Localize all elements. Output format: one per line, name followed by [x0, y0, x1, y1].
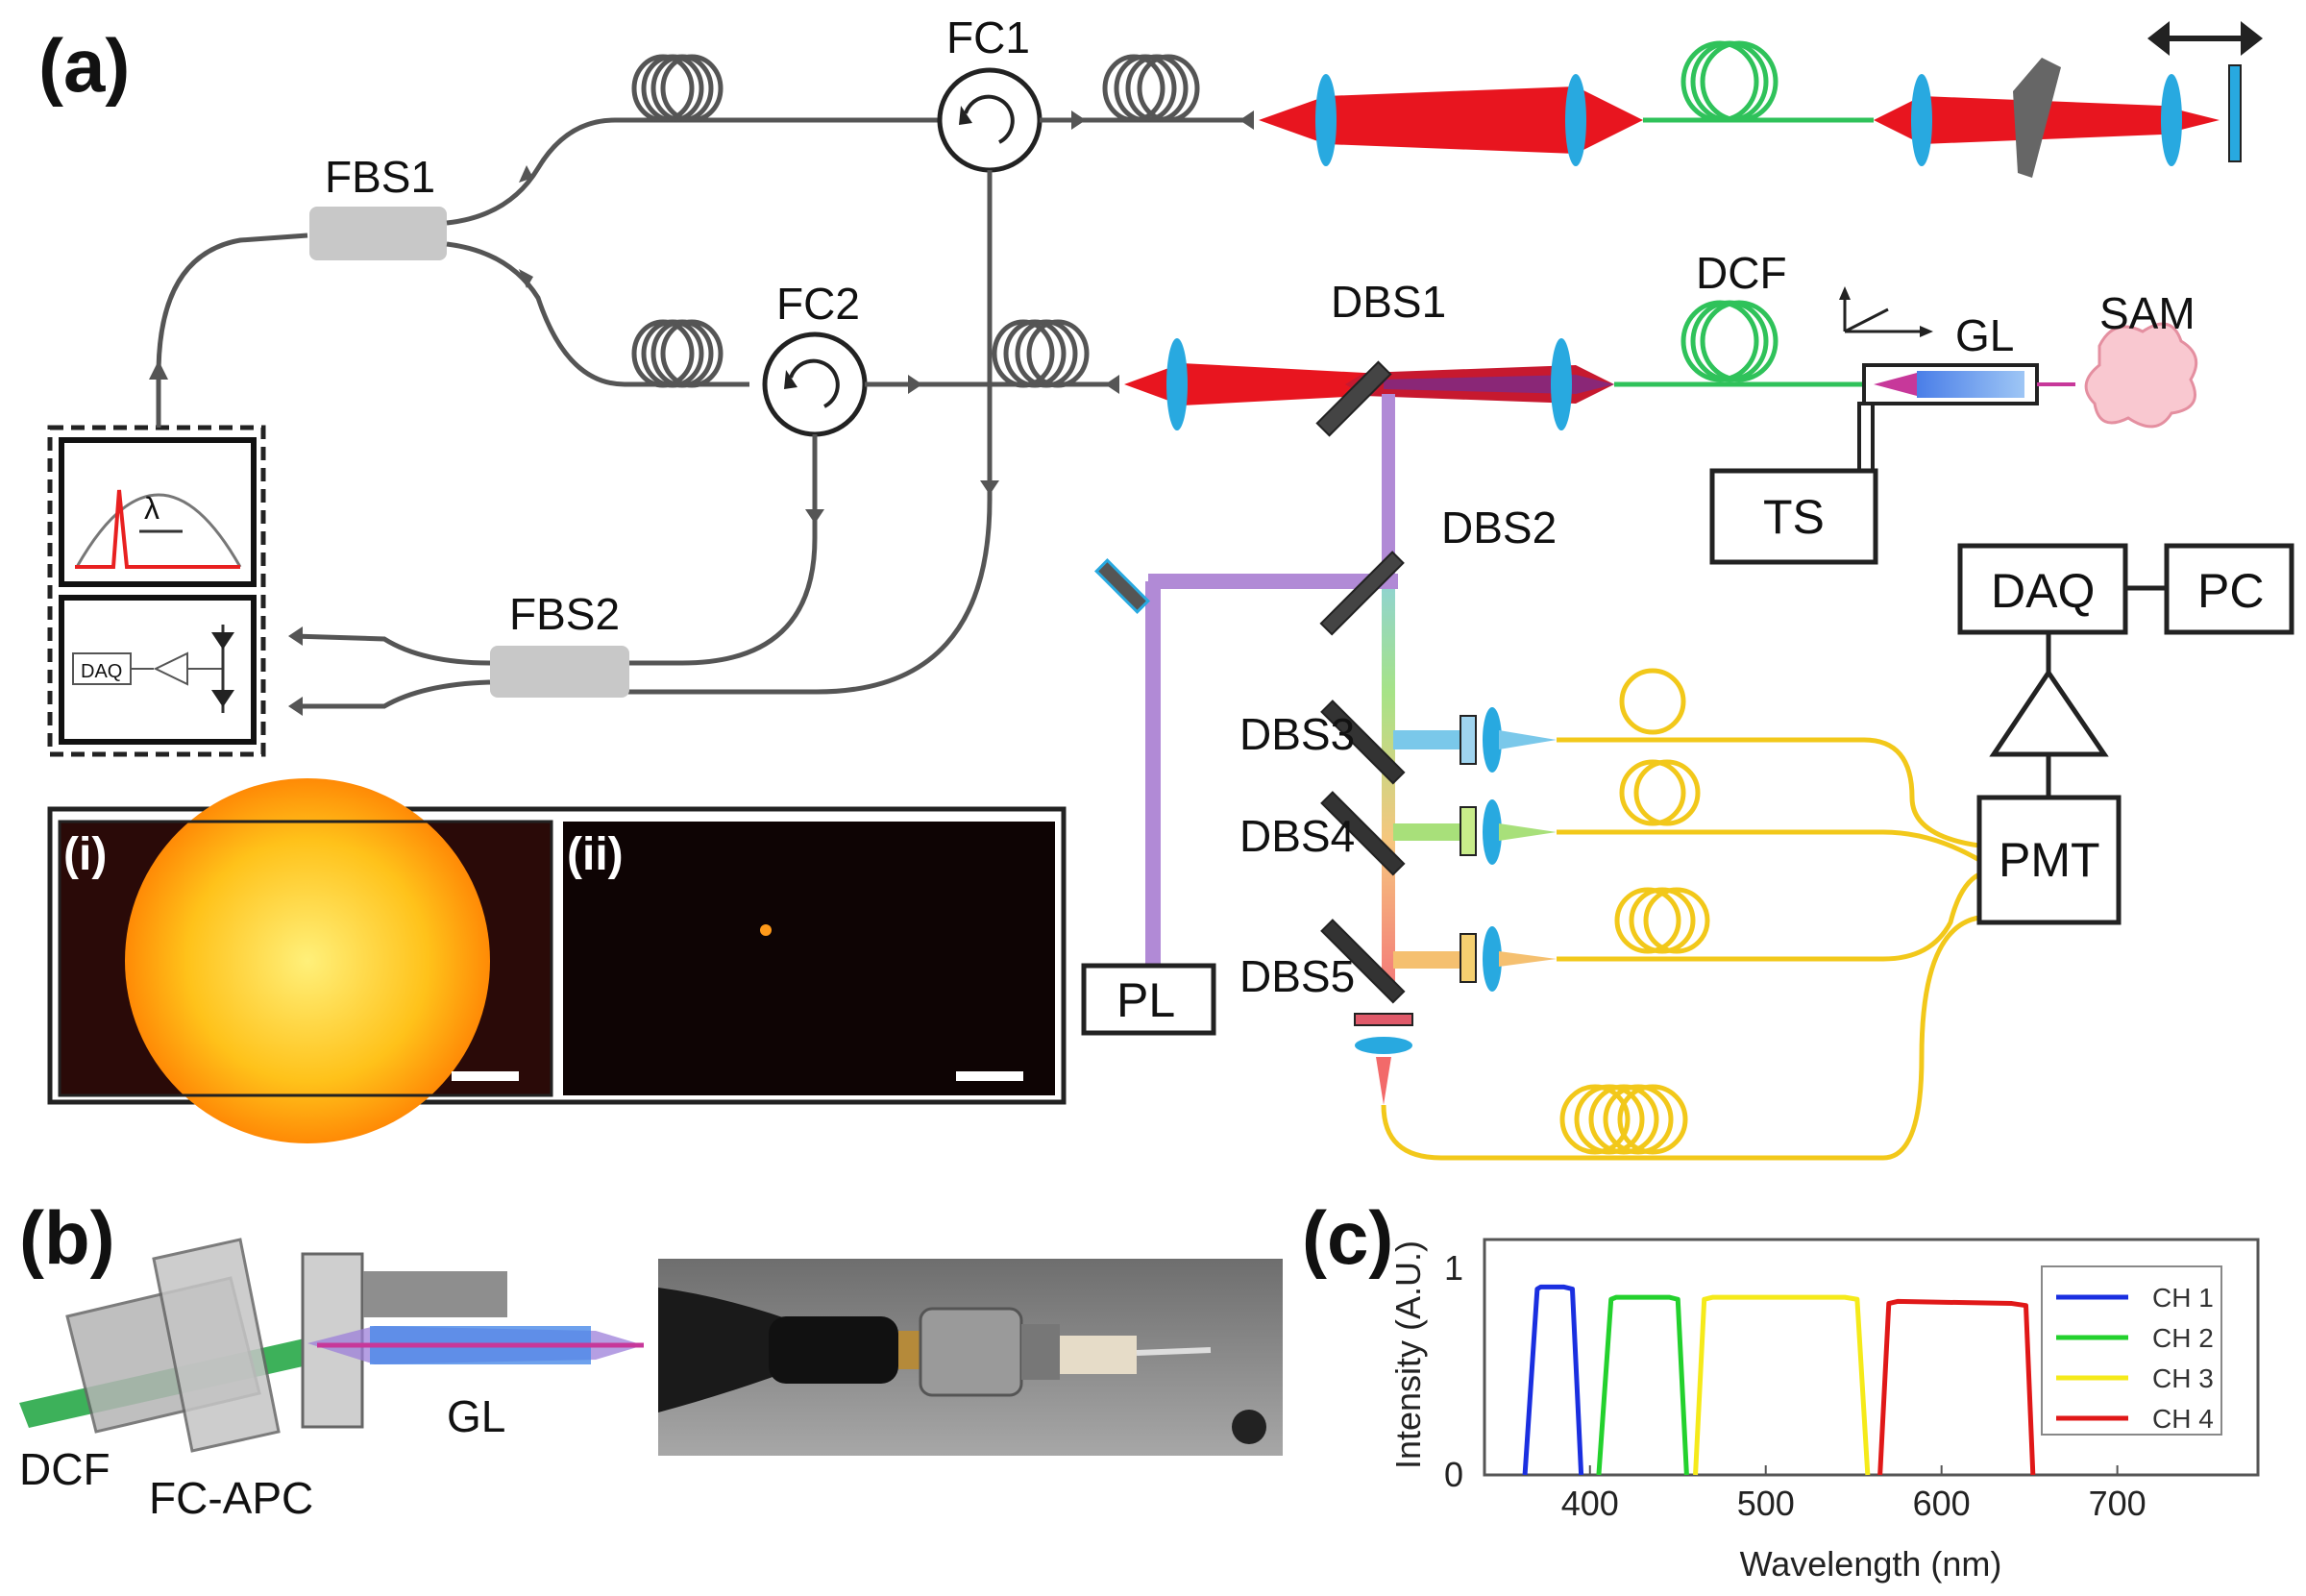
fiber-coil-4: [992, 319, 1090, 388]
double-arrow-icon: [2147, 21, 2170, 56]
fc2-label: FC2: [776, 279, 860, 329]
probe-photo: [658, 1259, 1283, 1456]
x-tick-label: 500: [1737, 1484, 1795, 1523]
legend: CH 1 CH 2 CH 3 CH 4: [2041, 1265, 2222, 1436]
daq-small-box: [72, 652, 132, 685]
y-axis-label: Intensity (A.U.): [1388, 1240, 1428, 1469]
sample-blob: SAM: [2084, 288, 2198, 429]
fiber-coil-1: [631, 54, 724, 123]
dcf-label: DCF: [1696, 248, 1787, 298]
pmt-label: PMT: [1999, 833, 2100, 887]
inset-images: (i) (ii): [47, 778, 1067, 1143]
photodiode-icon-1: [211, 632, 234, 650]
fiber-coil-2: [631, 319, 724, 388]
x-tick-label: 600: [1913, 1484, 1971, 1523]
beam-spot-large: [125, 778, 490, 1143]
inset-i-label: (i): [63, 829, 107, 880]
fbs1-label: FBS1: [325, 152, 435, 202]
pulsed-laser-box: PL: [1081, 963, 1216, 1036]
y-tick-label: 0: [1444, 1455, 1463, 1494]
light-source-detector-module: λ DAQ: [47, 425, 266, 757]
swept-peak-icon: [75, 489, 240, 569]
gl-label: GL: [1955, 310, 2014, 360]
probe-schematic: DCF FC-APC GL: [19, 1238, 644, 1523]
source-fiber: [156, 233, 308, 428]
series-line-4: [1877, 1298, 2036, 1476]
pc-label: PC: [2197, 564, 2264, 618]
steering-mirror: [1094, 558, 1150, 614]
daq-box: DAQ: [1957, 543, 2128, 635]
sam-label: SAM: [2099, 288, 2196, 338]
series-line-1: [1522, 1284, 1584, 1476]
scale-bar-ii: [956, 1071, 1023, 1081]
reference-mirror: [2228, 64, 2242, 162]
dbs1-label: DBS1: [1331, 277, 1446, 327]
beam-spot-small: [760, 924, 772, 936]
pl-label: PL: [1116, 973, 1175, 1027]
fbs1-splitter: FBS1: [309, 152, 447, 260]
x-tick-label: 400: [1561, 1484, 1619, 1523]
dcf-label-b: DCF: [19, 1444, 110, 1494]
fbs2-label: FBS2: [509, 589, 620, 639]
dbs3-branch: DBS3: [1239, 700, 1557, 785]
panel-label-c: (c): [1302, 1195, 1393, 1280]
gl-label-b: GL: [447, 1391, 505, 1441]
reference-arm-fiber: [446, 241, 749, 387]
scanning-mirror-icon: [2013, 58, 2061, 178]
lambda-symbol: λ: [144, 491, 159, 526]
fc-apc-label: FC-APC: [149, 1473, 313, 1523]
dbs2-mirror: [1319, 551, 1405, 636]
fc1-return-fiber: [615, 170, 993, 695]
series-line-3: [1693, 1294, 1871, 1476]
sample-arm-fiber: [446, 117, 942, 226]
fc1-label: FC1: [946, 12, 1030, 62]
dbs4-label: DBS4: [1239, 811, 1355, 861]
reference-free-space-path: [1259, 21, 2263, 178]
daq-label: DAQ: [1991, 564, 2095, 618]
fc1-circulator: FC1: [937, 12, 1043, 173]
spectral-chart: 400 500 600 700 0 1 CH 1 CH 2 CH 3 CH 4 Waveleng…: [1388, 1238, 2260, 1584]
fc2-circulator: FC2: [762, 279, 868, 437]
pmt-box: PMT: [1976, 795, 2122, 925]
daq-small-label: DAQ: [81, 661, 122, 682]
amplifier-triangle: [1989, 668, 2109, 757]
dbs2-label: DBS2: [1441, 503, 1557, 552]
dbs5-label: DBS5: [1239, 951, 1355, 1001]
inset-ii-label: (ii): [567, 829, 624, 880]
source-spectrum-envelope: [75, 493, 242, 568]
panel-label-a: (a): [38, 23, 130, 108]
ts-label: TS: [1763, 490, 1825, 544]
dbs3-label: DBS3: [1239, 709, 1355, 759]
photodiode-icon-2: [211, 690, 234, 707]
dbs1-mirror: [1315, 360, 1392, 437]
legend-label: CH 4: [2152, 1404, 2214, 1434]
pc-box: PC: [2164, 543, 2294, 635]
collection-fibers: [1381, 668, 1981, 1161]
panel-label-b: (b): [19, 1195, 115, 1280]
series-line-2: [1596, 1294, 1689, 1476]
fiber-coil-3: [1102, 54, 1200, 123]
legend-label: CH 2: [2152, 1323, 2214, 1353]
translation-stage: TS: [1709, 402, 1878, 565]
dbs4-branch: DBS4: [1239, 791, 1557, 876]
y-tick-label: 1: [1444, 1248, 1463, 1288]
scale-bar-i: [452, 1071, 519, 1081]
legend-label: CH 3: [2152, 1363, 2214, 1393]
x-axis-label: Wavelength (nm): [1740, 1544, 2002, 1584]
gl-probe: GL: [1839, 286, 2075, 405]
dbs5-branch: DBS5: [1239, 919, 1557, 1105]
fluorescence-beam-path: DBS2: [1094, 394, 1557, 990]
fbs2-splitter: FBS2: [490, 589, 629, 698]
fc2-return-fiber: [615, 434, 818, 666]
x-tick-label: 700: [2089, 1484, 2147, 1523]
legend-label: CH 1: [2152, 1283, 2214, 1313]
sample-free-space-path: DBS1 DCF: [1124, 248, 1864, 437]
